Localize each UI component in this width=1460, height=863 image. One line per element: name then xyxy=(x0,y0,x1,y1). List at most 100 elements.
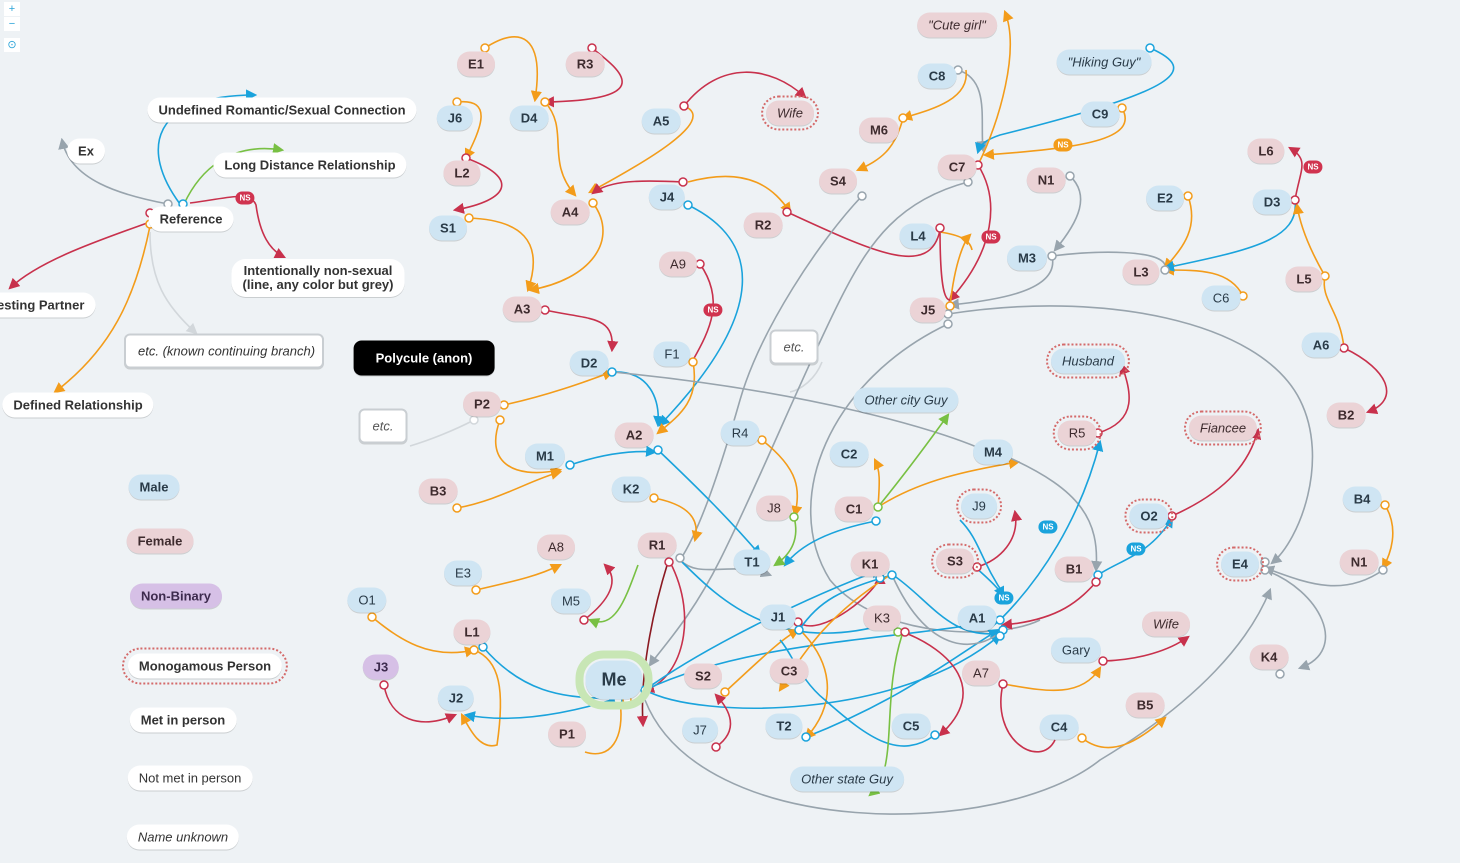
legend-nesting-partner[interactable]: Nesting Partner xyxy=(0,292,96,318)
person-node-f1[interactable]: F1 xyxy=(653,341,691,367)
person-node-m3[interactable]: M3 xyxy=(1006,245,1048,271)
etc-box[interactable]: etc. xyxy=(358,408,408,444)
legend-monogamous[interactable]: Monogamous Person xyxy=(121,647,289,685)
person-node-b5[interactable]: B5 xyxy=(1125,692,1165,718)
person-node-b1[interactable]: B1 xyxy=(1054,556,1094,582)
legend-non-binary[interactable]: Non-Binary xyxy=(129,583,223,609)
polycule-title[interactable]: Polycule (anon) xyxy=(353,340,495,376)
legend-male[interactable]: Male xyxy=(128,474,180,500)
legend-etc-known-branch[interactable]: etc. (known continuing branch) xyxy=(124,333,324,369)
person-node-j3[interactable]: J3 xyxy=(362,654,400,680)
person-node-n1[interactable]: N1 xyxy=(1026,167,1066,193)
legend-met-in-person[interactable]: Met in person xyxy=(129,707,237,733)
person-node-b3[interactable]: B3 xyxy=(418,478,458,504)
person-node-o2[interactable]: O2 xyxy=(1124,498,1174,534)
center-view-button[interactable]: ⊙ xyxy=(4,38,20,52)
legend-female[interactable]: Female xyxy=(126,528,194,554)
person-node-r1[interactable]: R1 xyxy=(637,532,677,558)
person-node-e2[interactable]: E2 xyxy=(1146,185,1184,211)
person-node-other-state-guy[interactable]: Other state Guy xyxy=(790,766,904,792)
person-node-m5[interactable]: M5 xyxy=(550,588,592,614)
legend-ex[interactable]: Ex xyxy=(67,138,105,164)
person-node-fiancee[interactable]: Fiancee xyxy=(1183,410,1263,446)
person-node-a9[interactable]: A9 xyxy=(659,251,697,277)
person-node-j4[interactable]: J4 xyxy=(648,184,686,210)
person-node-n1-b[interactable]: N1 xyxy=(1339,549,1379,575)
person-node-k3[interactable]: K3 xyxy=(863,605,901,631)
person-node-c4[interactable]: C4 xyxy=(1039,714,1079,740)
person-node-e4[interactable]: E4 xyxy=(1216,546,1264,582)
person-node-b2[interactable]: B2 xyxy=(1326,402,1366,428)
person-node-s3[interactable]: S3 xyxy=(931,543,979,579)
person-node-a4[interactable]: A4 xyxy=(550,199,590,225)
person-node-j8[interactable]: J8 xyxy=(756,495,792,521)
person-node-s2[interactable]: S2 xyxy=(684,663,722,689)
legend-not-met[interactable]: Not met in person xyxy=(127,765,253,791)
zoom-out-button[interactable]: − xyxy=(4,17,20,31)
person-node-other-city-guy[interactable]: Other city Guy xyxy=(853,387,959,413)
legend-reference[interactable]: Reference xyxy=(148,206,234,232)
legend-defined-relationship[interactable]: Defined Relationship xyxy=(2,392,154,418)
person-node-s4[interactable]: S4 xyxy=(819,168,857,194)
person-node-d3[interactable]: D3 xyxy=(1252,189,1292,215)
person-node-m4[interactable]: M4 xyxy=(972,439,1014,465)
person-node-e3[interactable]: E3 xyxy=(444,560,482,586)
person-node-l6[interactable]: L6 xyxy=(1247,138,1285,164)
person-node-wife-2[interactable]: Wife xyxy=(1142,611,1190,637)
legend-name-unknown[interactable]: Name unknown xyxy=(126,824,240,850)
person-node-c8[interactable]: C8 xyxy=(917,63,957,89)
person-node-j6[interactable]: J6 xyxy=(436,105,474,131)
person-node-r5[interactable]: R5 xyxy=(1052,415,1102,451)
person-node-r4[interactable]: R4 xyxy=(720,420,760,446)
person-node-j2[interactable]: J2 xyxy=(437,685,475,711)
person-node-c3[interactable]: C3 xyxy=(769,658,809,684)
person-node-c6[interactable]: C6 xyxy=(1201,285,1241,311)
person-node-j7[interactable]: J7 xyxy=(682,717,718,743)
person-node-p2[interactable]: P2 xyxy=(463,391,501,417)
legend-non-sexual[interactable]: Intentionally non-sexual (line, any colo… xyxy=(231,259,405,297)
person-node-a2[interactable]: A2 xyxy=(614,422,654,448)
person-node-c9[interactable]: C9 xyxy=(1080,101,1120,127)
person-node-l5[interactable]: L5 xyxy=(1285,266,1323,292)
person-node-o1[interactable]: O1 xyxy=(347,587,387,613)
person-node-c7[interactable]: C7 xyxy=(937,154,977,180)
person-node-l1[interactable]: L1 xyxy=(453,619,491,645)
person-node-r3[interactable]: R3 xyxy=(565,51,605,77)
person-node-t2[interactable]: T2 xyxy=(765,713,803,739)
person-node-l3[interactable]: L3 xyxy=(1122,259,1160,285)
person-node-k4[interactable]: K4 xyxy=(1249,644,1289,670)
person-node-cute-girl[interactable]: "Cute girl" xyxy=(917,12,997,38)
person-node-c1[interactable]: C1 xyxy=(834,496,874,522)
person-node-j5[interactable]: J5 xyxy=(909,297,947,323)
person-node-husband[interactable]: Husband xyxy=(1045,343,1131,379)
person-node-k2[interactable]: K2 xyxy=(611,476,651,502)
person-node-a1[interactable]: A1 xyxy=(957,605,997,631)
person-node-r2[interactable]: R2 xyxy=(743,212,783,238)
zoom-in-button[interactable]: + xyxy=(4,2,20,16)
person-node-l4[interactable]: L4 xyxy=(899,223,937,249)
person-node-a3[interactable]: A3 xyxy=(502,296,542,322)
person-node-c2[interactable]: C2 xyxy=(829,441,869,467)
person-node-c5[interactable]: C5 xyxy=(891,713,931,739)
person-node-a7[interactable]: A7 xyxy=(962,660,1000,686)
person-node-t1[interactable]: T1 xyxy=(733,549,771,575)
person-node-d4[interactable]: D4 xyxy=(509,105,549,131)
person-node-m1[interactable]: M1 xyxy=(524,443,566,469)
person-node-a5[interactable]: A5 xyxy=(641,108,681,134)
person-node-j9[interactable]: J9 xyxy=(956,488,1002,524)
person-node-j1[interactable]: J1 xyxy=(759,604,797,630)
person-node-p1[interactable]: P1 xyxy=(548,721,586,747)
person-node-k1[interactable]: K1 xyxy=(850,551,890,577)
person-node-gary[interactable]: Gary xyxy=(1050,637,1102,663)
person-node-m6[interactable]: M6 xyxy=(858,117,900,143)
person-node-a6[interactable]: A6 xyxy=(1301,332,1341,358)
etc-box[interactable]: etc. xyxy=(769,329,819,365)
person-node-l2[interactable]: L2 xyxy=(443,160,481,186)
person-node-wife[interactable]: Wife xyxy=(761,95,819,131)
person-node-me[interactable]: Me xyxy=(575,650,653,710)
person-node-a8[interactable]: A8 xyxy=(537,534,575,560)
legend-undefined-connection[interactable]: Undefined Romantic/Sexual Connection xyxy=(147,97,417,123)
person-node-d2[interactable]: D2 xyxy=(569,350,609,376)
legend-long-distance[interactable]: Long Distance Relationship xyxy=(213,152,407,178)
person-node-s1[interactable]: S1 xyxy=(429,215,467,241)
